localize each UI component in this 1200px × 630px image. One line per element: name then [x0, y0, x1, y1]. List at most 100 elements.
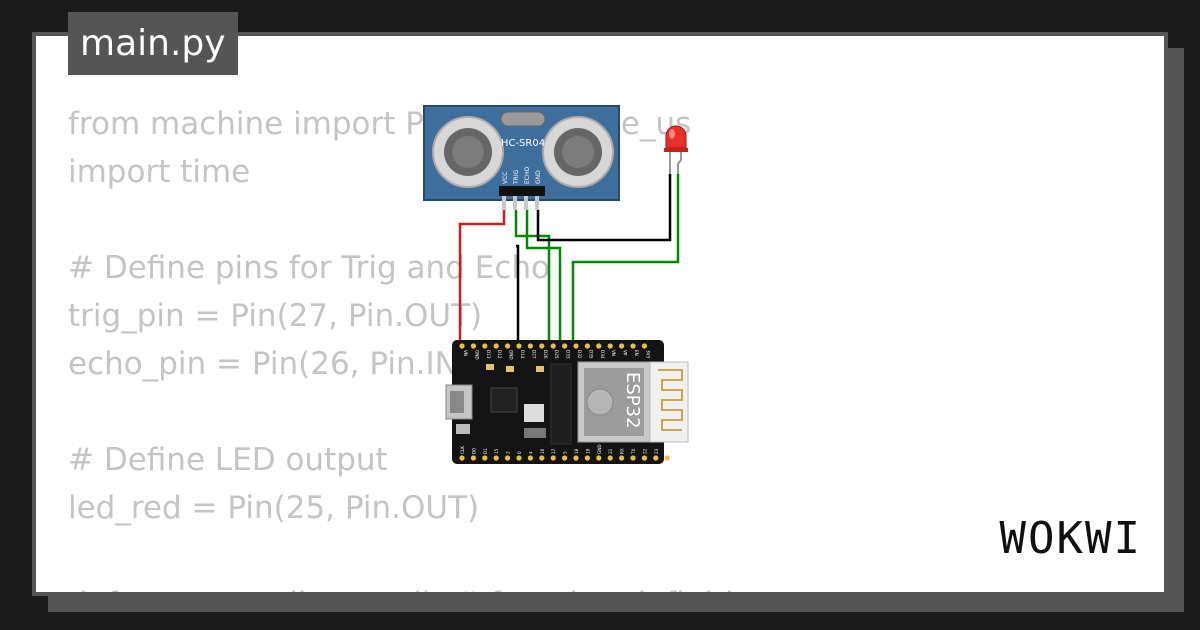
- board-pin[interactable]: [630, 455, 636, 461]
- board-pin[interactable]: [550, 343, 556, 349]
- led-anode-leg: [677, 152, 682, 174]
- board-pin-label: GND: [474, 350, 479, 360]
- board-pin-label: GND: [509, 350, 514, 360]
- board-pin-label: D32: [577, 350, 582, 359]
- wires: [458, 174, 680, 343]
- code-line: # Define LED output: [68, 442, 388, 478]
- board-pin-label: RX: [620, 448, 625, 454]
- board-pin[interactable]: [516, 343, 522, 349]
- sensor-pin-label: GND: [535, 170, 542, 184]
- board-pin[interactable]: [505, 455, 511, 461]
- board-pin[interactable]: [630, 343, 636, 349]
- board-pin-label: D13: [486, 350, 491, 359]
- board-pin[interactable]: [584, 343, 591, 349]
- sensor-pin[interactable]: [524, 196, 528, 210]
- ultrasonic-sensor[interactable]: HC-SR04 VCC TRIG ECHO GND: [423, 105, 620, 210]
- board-pin[interactable]: [539, 455, 545, 461]
- board-pin[interactable]: [539, 343, 545, 349]
- board-pin[interactable]: [596, 455, 602, 461]
- board-pin[interactable]: [527, 343, 533, 349]
- board-pin-label: D35: [588, 350, 593, 359]
- board-pin[interactable]: [505, 343, 511, 349]
- board-pin[interactable]: [641, 343, 648, 349]
- board-pin[interactable]: [470, 455, 476, 461]
- board-pin-label: 3V3: [645, 350, 650, 359]
- board-pin-label: D34: [600, 350, 605, 359]
- board-pin-label: 17: [551, 448, 556, 454]
- board-pin-label: 16: [540, 448, 545, 454]
- board-pin[interactable]: [619, 455, 625, 461]
- sensor-header: [499, 186, 545, 196]
- board-pin[interactable]: [607, 455, 613, 461]
- board-pin-label: CLK: [460, 446, 465, 454]
- board-pin[interactable]: [562, 455, 568, 461]
- board-pin-label: 22: [642, 448, 647, 454]
- board-pin[interactable]: [516, 455, 522, 461]
- board-pin-label: 21: [608, 448, 613, 454]
- led-rim: [664, 148, 688, 152]
- sensor-pin[interactable]: [513, 196, 517, 210]
- sensor-crystal: [500, 111, 546, 127]
- board-pin[interactable]: [562, 343, 568, 349]
- board-pin-label: VN: [463, 350, 468, 356]
- sensor-pin-label: TRIG: [513, 169, 520, 185]
- board-pin-label: 19: [585, 448, 590, 454]
- board-pin[interactable]: [584, 455, 591, 461]
- board-pin[interactable]: [607, 343, 613, 349]
- sensor-pin[interactable]: [502, 196, 506, 210]
- red-led[interactable]: [664, 125, 688, 174]
- code-line: def measure_distance(): # function defin…: [68, 580, 772, 592]
- board-pin-label: D14: [520, 350, 525, 359]
- board-pin-label: 2: [506, 451, 511, 454]
- board-pin-label: VN: [611, 350, 616, 356]
- board-pin[interactable]: [573, 455, 579, 461]
- vcc-wire[interactable]: [458, 209, 506, 343]
- boot-button[interactable]: [456, 424, 470, 434]
- board-pin-label: VP: [623, 350, 628, 356]
- board-pin[interactable]: [493, 455, 499, 461]
- sensor-pin-label: ECHO: [524, 167, 531, 184]
- board-pin-label: D27: [531, 350, 536, 359]
- trig-wire[interactable]: [514, 209, 551, 343]
- board-pin-label: 18: [574, 448, 579, 454]
- board-pin[interactable]: [459, 455, 465, 461]
- board-pin[interactable]: [573, 343, 579, 349]
- board-pin-label: GND: [597, 444, 602, 454]
- board-pin[interactable]: [470, 343, 476, 349]
- code-line: led_red = Pin(25, Pin.OUT): [68, 490, 480, 526]
- board-pin-label: D1: [483, 448, 488, 454]
- board-pin[interactable]: [482, 343, 488, 349]
- board-pin-label: D26: [543, 350, 548, 359]
- sensor-model-label: HC-SR04: [501, 138, 545, 149]
- led-ground-wire[interactable]: [536, 174, 672, 242]
- sensor-pin[interactable]: [535, 196, 539, 210]
- module-label: ESP32: [622, 372, 643, 429]
- led-signal-wire[interactable]: [571, 174, 680, 343]
- board-pin-label: 23: [654, 448, 659, 454]
- code-line: import time: [68, 154, 251, 190]
- board-ground-wire[interactable]: [516, 244, 520, 343]
- wokwi-logo: WOKWI: [999, 513, 1142, 564]
- board-pin[interactable]: [596, 343, 602, 349]
- file-tab[interactable]: main.py: [68, 12, 238, 75]
- board-pin[interactable]: [619, 343, 625, 349]
- board-pin[interactable]: [653, 455, 659, 461]
- board-pin[interactable]: [482, 455, 488, 461]
- board-pin[interactable]: [641, 455, 648, 461]
- board-pin-label: EN: [634, 350, 639, 356]
- board-pin-label: D33: [566, 350, 571, 359]
- board-pin-label: GND: [665, 444, 670, 454]
- board-pin[interactable]: [459, 343, 465, 349]
- board-pin[interactable]: [550, 455, 556, 461]
- board-pin[interactable]: [493, 343, 499, 349]
- board-pin[interactable]: [664, 455, 670, 461]
- echo-wire[interactable]: [525, 209, 562, 343]
- board-pin-label: TX: [631, 448, 636, 455]
- regulator: [524, 404, 544, 422]
- board-pin[interactable]: [527, 455, 533, 461]
